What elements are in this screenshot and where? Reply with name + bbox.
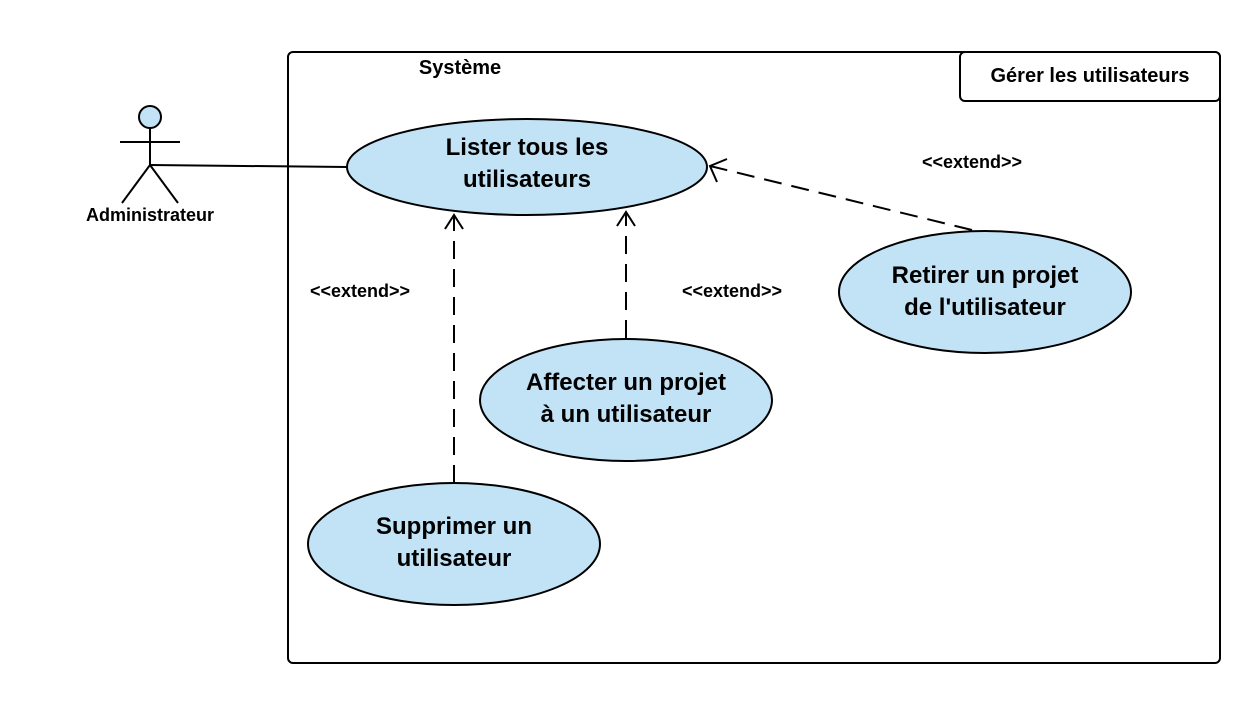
usecase-affecter[interactable]: Affecter un projet à un utilisateur [479,338,773,462]
package-title-box [959,51,1221,102]
extend-line-retirer [709,165,973,231]
extend-label-supprimer: <<extend>> [310,281,410,301]
package-title: Gérer les utilisateurs [991,65,1190,87]
usecase-supprimer-line2: utilisateur [397,545,512,572]
usecase-lister-shape [346,118,708,216]
usecase-affecter-line2: à un utilisateur [541,401,712,428]
system-label: Système [419,57,501,79]
actor-head [138,105,162,129]
extend-label-affecter: <<extend>> [682,281,782,301]
usecase-supprimer[interactable]: Supprimer un utilisateur [307,482,601,606]
usecase-retirer[interactable]: Retirer un projet de l'utilisateur [838,230,1132,354]
actor-name: Administrateur [86,205,214,225]
usecase-affecter-shape [479,338,773,462]
extend-arrowhead-retirer [708,158,728,183]
usecase-retirer-shape [838,230,1132,354]
usecase-lister-line2: utilisateurs [463,166,591,193]
actor-administrateur[interactable] [120,105,180,204]
association-line [149,164,348,168]
actor-right-leg [149,164,179,204]
actor-left-leg [121,164,151,204]
extend-arrowhead-affecter [616,210,636,227]
usecase-affecter-line1: Affecter un projet [526,369,726,396]
extend-arrowhead-supprimer [444,213,464,230]
usecase-supprimer-line1: Supprimer un [376,513,532,540]
usecase-retirer-line1: Retirer un projet [892,262,1079,289]
usecase-supprimer-shape [307,482,601,606]
usecase-retirer-line2: de l'utilisateur [904,294,1066,321]
usecase-lister-line1: Lister tous les [446,134,609,161]
extend-label-retirer: <<extend>> [922,152,1022,172]
usecase-lister[interactable]: Lister tous les utilisateurs [346,118,708,216]
